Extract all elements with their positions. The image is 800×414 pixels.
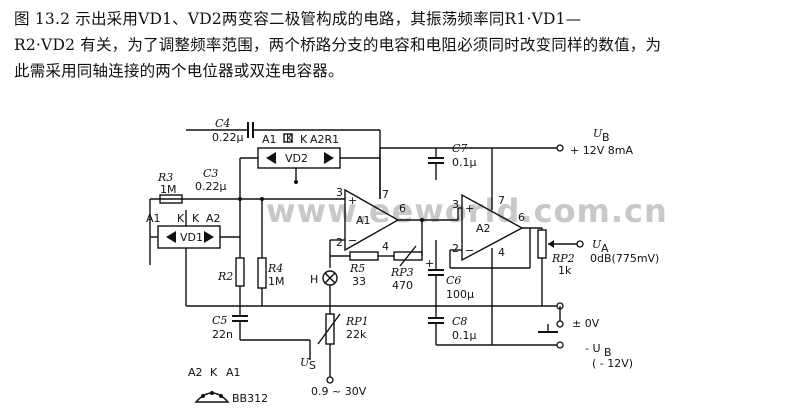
svg-text:+: +	[425, 257, 434, 270]
svg-text:4: 4	[498, 246, 505, 259]
rp1-resistor	[325, 313, 335, 345]
r5-resistor	[349, 251, 379, 261]
svg-text:7: 7	[382, 188, 389, 201]
c8-label: C8	[452, 315, 467, 328]
svg-text:K: K	[286, 132, 294, 145]
description-line-3: 此需采用同轴连接的两个电位器或双连电容器。	[14, 62, 344, 80]
svg-text:A2: A2	[206, 212, 221, 225]
neg-sub: B	[604, 346, 612, 359]
svg-text:A2: A2	[188, 366, 203, 379]
description-line-2: R2·VD2 有关，为了调整频率范围，两个桥路分支的电容和电阻必须同时改变同样的…	[14, 36, 662, 54]
svg-text:A1: A1	[226, 366, 241, 379]
us-terminal	[326, 376, 334, 384]
c4-value: 0.22μ	[212, 131, 244, 144]
rp3-value: 470	[392, 279, 413, 292]
ua-terminal	[576, 240, 584, 248]
c6-value: 100μ	[446, 288, 474, 301]
svg-text:4: 4	[382, 240, 389, 253]
svg-text:−: −	[465, 244, 474, 257]
r4-resistor	[257, 257, 267, 289]
ub-terminal	[556, 144, 564, 152]
a1-label: A1	[356, 214, 371, 227]
rp2-resistor	[537, 229, 547, 259]
c3-value: 0.22μ	[195, 180, 227, 193]
ua-value: 0dB(775mV)	[590, 252, 659, 265]
svg-text:+: +	[465, 202, 474, 215]
svg-text:6: 6	[399, 202, 406, 215]
r2-label: R2	[217, 270, 233, 283]
svg-text:7: 7	[498, 194, 505, 207]
vd1-label: VD1	[180, 231, 203, 244]
svg-text:K: K	[177, 212, 185, 225]
ub-sub: B	[602, 131, 610, 144]
c3-label: C3	[203, 167, 218, 180]
svg-text:−: −	[348, 234, 357, 247]
svg-text:6: 6	[518, 211, 525, 224]
ub-label: U	[593, 127, 603, 140]
r5-value: 33	[352, 275, 366, 288]
c5-value: 22n	[212, 328, 233, 341]
c5-label: C5	[212, 314, 227, 327]
rp3-label: RP3	[390, 266, 414, 279]
svg-text:2: 2	[336, 236, 343, 249]
r4-value: 1M	[268, 275, 285, 288]
c8-value: 0.1μ	[452, 329, 477, 342]
svg-text:+: +	[348, 194, 357, 207]
r1-label: A2R1	[310, 133, 339, 146]
svg-text:3: 3	[452, 198, 459, 211]
c7-label: C7	[452, 142, 467, 155]
ub-voltage: + 12V 8mA	[570, 144, 633, 157]
svg-text:3: 3	[336, 186, 343, 199]
svg-text:S: S	[309, 359, 316, 372]
r2-resistor	[235, 257, 245, 287]
ua-label: U	[592, 238, 602, 251]
a2-label: A2	[476, 222, 491, 235]
vd1-a1-label: A1	[146, 212, 161, 225]
c6-label: C6	[446, 274, 461, 287]
c7-value: 0.1μ	[452, 156, 477, 169]
us-voltage: 0.9 ~ 30V	[311, 385, 367, 398]
r3-value: 1M	[160, 183, 177, 196]
neg-label: - U	[585, 342, 601, 355]
vd2-a1-label: A1	[262, 133, 277, 146]
svg-text:K: K	[192, 212, 200, 225]
svg-text:A: A	[601, 242, 609, 255]
vd2-label: VD2	[285, 152, 308, 165]
neg-terminal	[556, 341, 564, 349]
svg-text:2: 2	[452, 242, 459, 255]
gnd-label: ± 0V	[572, 317, 600, 330]
rp2-value: 1k	[558, 264, 572, 277]
rp1-value: 22k	[346, 328, 367, 341]
op-amp-a1	[344, 188, 400, 252]
op-amp-a2	[461, 193, 524, 262]
svg-text:K: K	[210, 366, 218, 379]
description-paragraph: 图 13.2 示出采用VD1、VD2两变容二极管构成的电路，其振荡频率同R1·V…	[14, 6, 794, 84]
svg-text:K: K	[300, 133, 308, 146]
svg-text:BB312: BB312	[232, 392, 268, 405]
lamp-label: H	[310, 273, 318, 286]
bb312-package: A2 K A1 BB312	[188, 366, 268, 405]
neg-voltage: ( - 12V)	[592, 357, 633, 370]
rp1-label: RP1	[345, 315, 369, 328]
c4-label: C4	[215, 117, 230, 130]
r3-resistor	[159, 194, 183, 204]
rp2-label: RP2	[551, 252, 575, 265]
us-label: U	[300, 356, 310, 369]
r4-label: R4	[267, 262, 283, 275]
r5-label: R5	[349, 262, 365, 275]
r3-label: R3	[157, 171, 173, 184]
description-line-1: 图 13.2 示出采用VD1、VD2两变容二极管构成的电路，其振荡频率同R1·V…	[14, 10, 582, 28]
